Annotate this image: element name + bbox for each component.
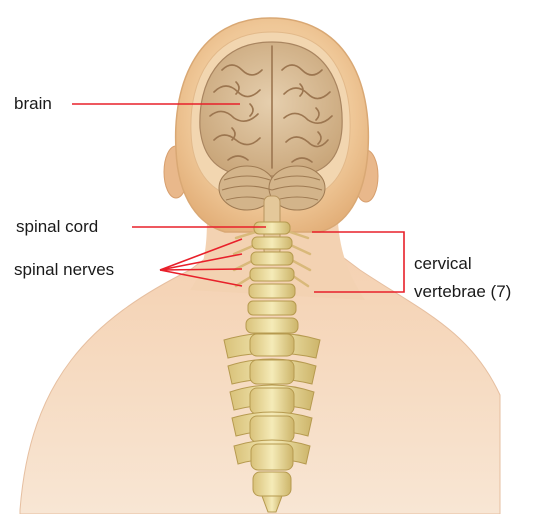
label-spinal-cord: spinal cord [16,217,98,237]
label-spinal-nerves: spinal nerves [14,260,114,280]
label-cervical-line2: vertebrae (7) [414,278,544,306]
brain [200,42,342,176]
spinal-nerve-leader-3 [160,269,242,270]
label-brain: brain [14,94,52,114]
label-cervical-line1: cervical [414,250,544,278]
label-cervical-vertebrae: cervical vertebrae (7) [414,250,544,306]
